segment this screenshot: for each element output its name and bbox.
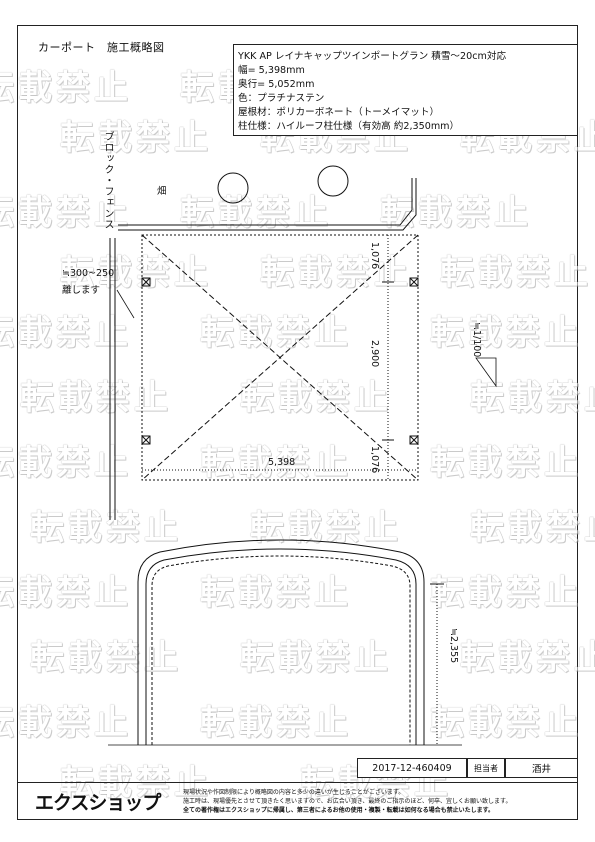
scale-label: ≒1/100: [471, 322, 482, 358]
person-label: 担当者: [467, 758, 505, 778]
document-title: カーポート 施工概略図: [38, 41, 165, 54]
field-boundary: [118, 178, 417, 231]
post: [409, 277, 419, 287]
fence-label: ブロック・フェンス: [102, 131, 113, 230]
footer-divider: [17, 782, 578, 783]
leader-line: [116, 289, 135, 319]
spec-box: YKK AP レイナキャップツインポートグラン 積雪～20cm対応 幅= 5,3…: [233, 44, 578, 136]
notice-line-2: 施工時は、現場優先とさせて頂きたく思いますので、お広合い頂き、最終のご指示のほど…: [183, 798, 512, 805]
post: [141, 435, 151, 445]
dimension-top: 1,076: [369, 242, 380, 270]
post: [141, 277, 151, 287]
elevation-view: [108, 539, 462, 746]
field-circle: [217, 172, 249, 204]
field-boundary: [118, 178, 413, 226]
page-frame: [17, 25, 578, 820]
height-label: ≒2,355: [448, 628, 459, 664]
carport-frame-inner: [151, 555, 411, 745]
dimension-width: 5,398: [268, 457, 296, 468]
spec-product: YKK AP レイナキャップツインポートグラン 積雪～20cm対応: [238, 51, 507, 62]
carport-frame: [137, 539, 425, 745]
spec-color: 色：プラチナステン: [238, 93, 325, 104]
notice-line-1: 現場状況や作図制限により概略図の内容と多少の違いが生じることがございます。: [183, 789, 405, 796]
spec-depth: 奥行= 5,052mm: [238, 79, 315, 90]
roof-diagonal: [141, 234, 419, 481]
dimension-bottom: 1,076: [369, 446, 380, 474]
plan-view: [109, 165, 497, 520]
field-label: 畑: [157, 186, 167, 197]
carport-outline: [141, 234, 419, 481]
spec-roof-material: 屋根材：ポリカーボネート（トーメイマット）: [238, 107, 440, 118]
carport-frame: [145, 548, 417, 745]
person-name: 酒井: [505, 758, 578, 778]
post: [409, 435, 419, 445]
spec-post: 柱仕様：ハイルーフ柱仕様（有効高 約2,350mm）: [238, 121, 460, 132]
notice-line-3: 全ての著作権はエクスショップに帰属し、第三者によるお他の使用・複製・転載は如何な…: [183, 807, 495, 814]
scale-marker: [475, 357, 497, 388]
field-circle: [317, 165, 349, 197]
offset-label: ≒300~250: [62, 268, 115, 279]
footer: 2017-12-460409 担当者 酒井 エクスショップ 現場状況や作図制限に…: [17, 758, 578, 820]
spec-width: 幅= 5,398mm: [238, 65, 305, 76]
dimension-middle: 2,900: [369, 340, 380, 368]
document-number: 2017-12-460409: [357, 758, 467, 778]
company-logo: エクスショップ: [35, 792, 161, 814]
offset-label-2: 離します: [62, 285, 101, 296]
